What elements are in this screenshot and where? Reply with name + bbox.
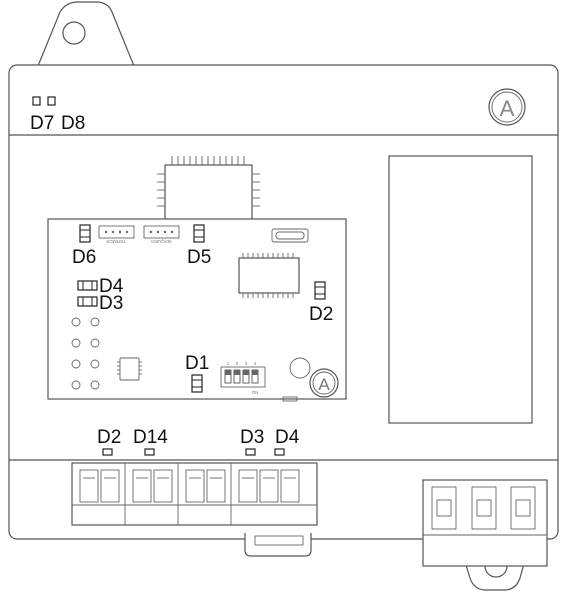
label-d5: D5 [187,247,211,268]
led-d6 [79,224,91,243]
led-d3-bottom [245,448,256,456]
display-window [388,155,533,424]
dip-number-2: 2 [236,361,239,366]
dip-number-1: 1 [227,361,230,366]
buzzer [289,357,311,379]
board-logo: A [309,368,339,398]
housing-clip [244,533,312,557]
board-logo-letter: A [318,375,330,394]
label-d7: D7 [30,113,54,134]
led-d5 [193,224,205,243]
terminal-block-bottom [71,462,318,526]
brand-logo-letter: A [500,96,515,121]
led-d1 [191,374,203,393]
label-d4-bottom: D4 [275,427,300,448]
dip-on-label: ON [252,390,259,395]
brand-logo: A [488,88,526,126]
connector-termos-label: TERMOS [106,239,125,244]
led-d8 [47,96,56,106]
terminal-block-power [422,479,548,567]
pad-array [71,317,100,390]
label-d6: D6 [72,247,96,268]
board-ic [238,253,300,298]
label-d3-board: D3 [99,293,123,314]
led-d3-board [77,296,98,307]
led-d4-board [77,280,98,291]
connector-termos: TERMOS [98,225,135,244]
led-d14 [144,448,155,456]
connector-maquina: MAQUINA [143,225,180,244]
label-d14: D14 [133,427,168,448]
label-d3-bottom: D3 [240,427,264,448]
crystal-oscillator [271,228,309,243]
dip-switch[interactable]: 1 2 3 4 ON [220,361,266,395]
label-d2-bottom: D2 [97,427,121,448]
label-d2-board: D2 [309,304,333,325]
board-edge-notch [282,396,298,402]
label-d1: D1 [185,353,209,374]
housing-clip-slot [254,535,304,546]
pcb-board [47,218,347,400]
led-d2-board [314,281,326,300]
connector-maquina-label: MAQUINA [150,239,171,244]
top-mounting-tab [37,1,135,67]
led-d2-bottom [102,448,113,456]
label-d4-board: D4 [99,276,124,297]
small-chip [117,357,142,381]
led-d4-bottom [274,448,285,456]
dip-number-4: 4 [254,361,257,366]
main-chip [157,156,260,221]
label-d8: D8 [61,113,85,134]
dip-number-3: 3 [245,361,248,366]
led-d7 [32,96,41,106]
